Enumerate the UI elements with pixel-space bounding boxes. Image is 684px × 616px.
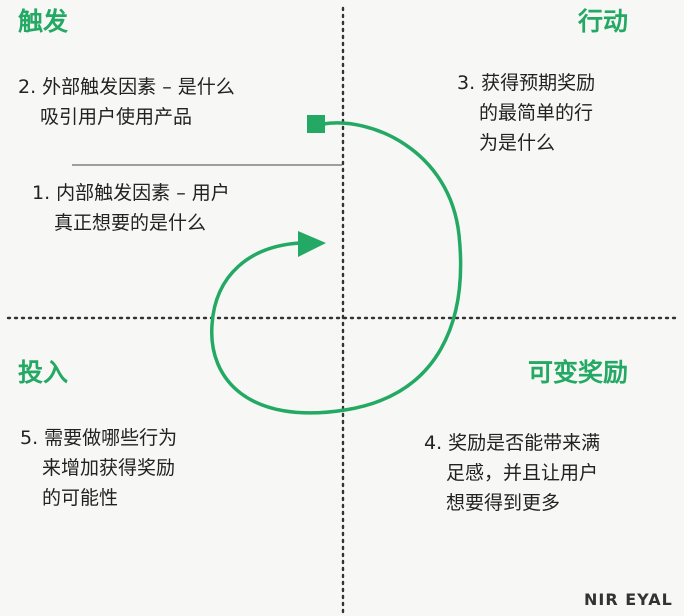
spiral-start-square (307, 115, 325, 133)
brand-label: NIR EYAL (584, 590, 673, 609)
step-variable-reward: 4. 奖励是否能带来满 足感，并且让用户 想要得到更多 (424, 428, 600, 518)
step-action-line-2: 的最简单的行 (479, 102, 594, 124)
step-investment-line-1: 5. 需要做哪些行为 (20, 427, 178, 449)
step-action-line-3: 为是什么 (479, 132, 556, 154)
step-internal-trigger-line-1: 1. 内部触发因素 – 用户 (32, 182, 230, 204)
step-external-trigger-line-2: 吸引用户使用产品 (40, 106, 193, 128)
step-variable-reward-line-2: 足感，并且让用户 (446, 462, 599, 484)
quadrant-title-action: 行动 (578, 7, 629, 36)
step-external-trigger: 2. 外部触发因素 – 是什么 吸引用户使用产品 (18, 72, 235, 132)
quadrant-title-investment: 投入 (18, 358, 69, 387)
step-investment-line-3: 的可能性 (42, 487, 119, 509)
step-internal-trigger: 1. 内部触发因素 – 用户 真正想要的是什么 (32, 178, 230, 238)
step-investment: 5. 需要做哪些行为 来增加获得奖励 的可能性 (20, 423, 177, 513)
step-variable-reward-line-1: 4. 奖励是否能带来满 (424, 432, 601, 454)
step-internal-trigger-line-2: 真正想要的是什么 (54, 212, 207, 234)
hook-spiral-path (210, 121, 463, 415)
quadrant-title-variable-reward: 可变奖励 (528, 358, 629, 387)
spiral-arrowhead-icon (298, 231, 326, 257)
step-investment-line-2: 来增加获得奖励 (42, 457, 176, 479)
quadrant-title-trigger: 触发 (18, 7, 69, 36)
step-variable-reward-line-3: 想要得到更多 (446, 492, 561, 514)
step-action-line-1: 3. 获得预期奖励 (457, 72, 596, 94)
step-external-trigger-line-1: 2. 外部触发因素 – 是什么 (18, 76, 235, 98)
step-action: 3. 获得预期奖励 的最简单的行 为是什么 (457, 68, 595, 158)
